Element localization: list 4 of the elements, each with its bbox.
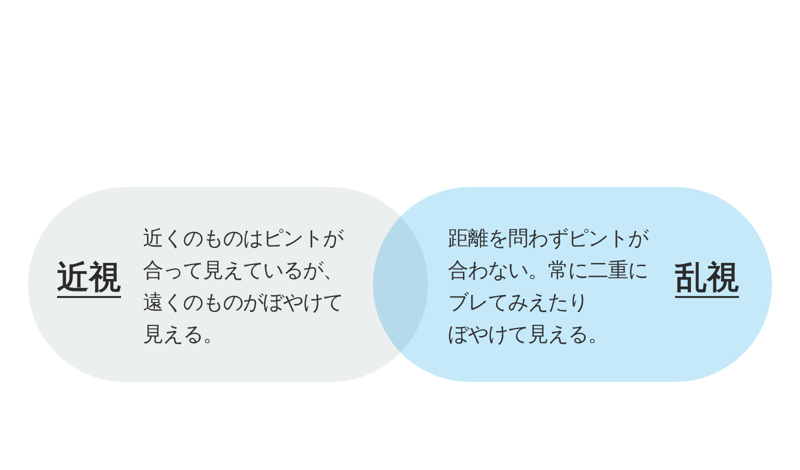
heading: 近視 [57, 259, 121, 298]
description: 近くのものはピントが合って見えているが、遠くのものがぼやけて見える。 [143, 225, 343, 348]
heading: 乱視 [675, 259, 739, 298]
description: 距離を問わずピントが合わない。常に二重にブレてみえたりぼやけて見える。 [448, 225, 648, 348]
